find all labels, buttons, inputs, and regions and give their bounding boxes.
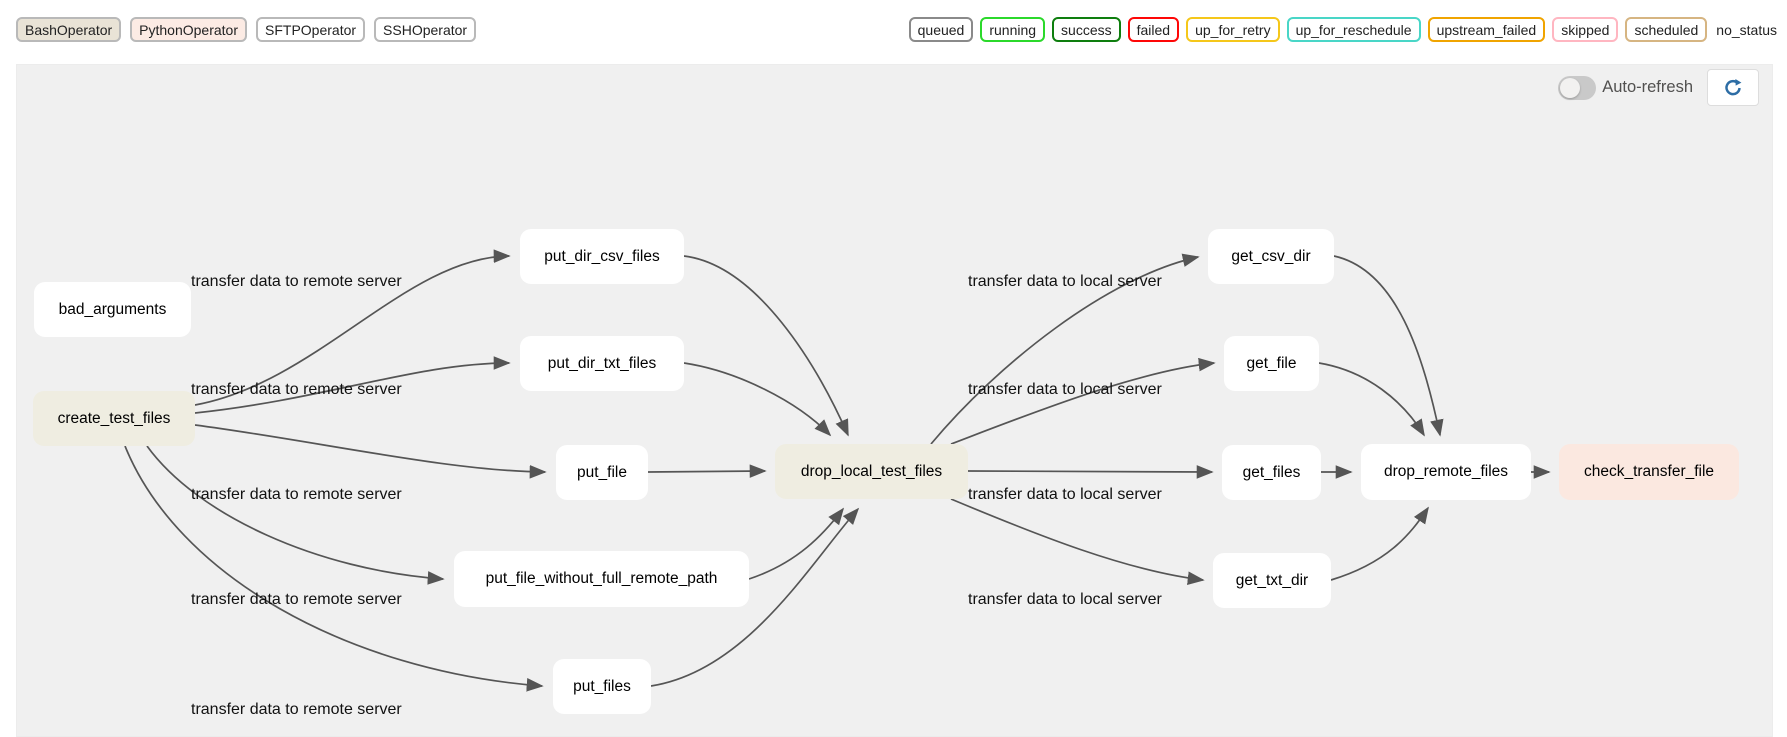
state-badge-scheduled: scheduled [1625, 17, 1708, 42]
state-legend: queued running success failed up_for_ret… [908, 17, 1779, 42]
edge-label-remote-1: transfer data to remote server [191, 273, 402, 290]
task-node-get-file[interactable]: get_file [1224, 336, 1319, 391]
state-badge-running: running [980, 17, 1046, 42]
edge-label-remote-3: transfer data to remote server [191, 486, 402, 503]
edge-label-local-2: transfer data to local server [968, 381, 1162, 398]
task-node-put-dir-csv-files[interactable]: put_dir_csv_files [520, 229, 684, 284]
refresh-button[interactable] [1707, 69, 1759, 106]
edge-label-local-1: transfer data to local server [968, 273, 1162, 290]
state-badge-queued: queued [908, 17, 974, 42]
edge-label-local-4: transfer data to local server [968, 591, 1162, 608]
task-node-drop-local-test-files[interactable]: drop_local_test_files [775, 444, 968, 499]
edge-label-remote-2: transfer data to remote server [191, 381, 402, 398]
operator-badge-sftp: SFTPOperator [256, 17, 366, 42]
task-node-put-dir-txt-files[interactable]: put_dir_txt_files [520, 336, 684, 391]
task-node-get-txt-dir[interactable]: get_txt_dir [1213, 553, 1331, 608]
auto-refresh-label: Auto-refresh [1602, 78, 1693, 96]
task-node-get-csv-dir[interactable]: get_csv_dir [1208, 229, 1334, 284]
task-node-drop-remote-files[interactable]: drop_remote_files [1361, 444, 1531, 500]
operator-badge-ssh: SSHOperator [374, 17, 477, 42]
task-node-create-test-files[interactable]: create_test_files [33, 391, 195, 446]
task-node-bad-arguments[interactable]: bad_arguments [34, 282, 191, 337]
state-badge-up-for-reschedule: up_for_reschedule [1286, 17, 1421, 42]
state-badge-no-status: no_status [1716, 21, 1777, 38]
edge-label-remote-4: transfer data to remote server [191, 591, 402, 608]
state-badge-up-for-retry: up_for_retry [1186, 17, 1280, 42]
refresh-icon [1725, 78, 1742, 95]
toggle-knob [1560, 77, 1581, 98]
state-badge-upstream-failed: upstream_failed [1427, 17, 1546, 42]
state-badge-failed: failed [1127, 17, 1180, 42]
task-node-check-transfer-file[interactable]: check_transfer_file [1559, 444, 1739, 500]
edge-label-local-3: transfer data to local server [968, 486, 1162, 503]
operator-badge-python: PythonOperator [130, 17, 248, 42]
refresh-bar: Auto-refresh [1558, 69, 1759, 106]
state-badge-skipped: skipped [1552, 17, 1619, 42]
operator-badge-bash: BashOperator [16, 17, 122, 42]
operator-legend: BashOperator PythonOperator SFTPOperator… [16, 17, 477, 42]
state-badge-success: success [1052, 17, 1121, 42]
task-node-put-files[interactable]: put_files [553, 659, 651, 714]
dag-edges [124, 249, 1551, 692]
edge-label-remote-5: transfer data to remote server [191, 701, 402, 718]
task-node-put-file-without-full-remote-path[interactable]: put_file_without_full_remote_path [454, 551, 749, 607]
dag-canvas: transfer data to remote server transfer … [16, 64, 1773, 737]
task-node-get-files[interactable]: get_files [1222, 445, 1321, 500]
task-node-put-file[interactable]: put_file [556, 445, 648, 500]
auto-refresh-toggle[interactable] [1558, 75, 1597, 100]
